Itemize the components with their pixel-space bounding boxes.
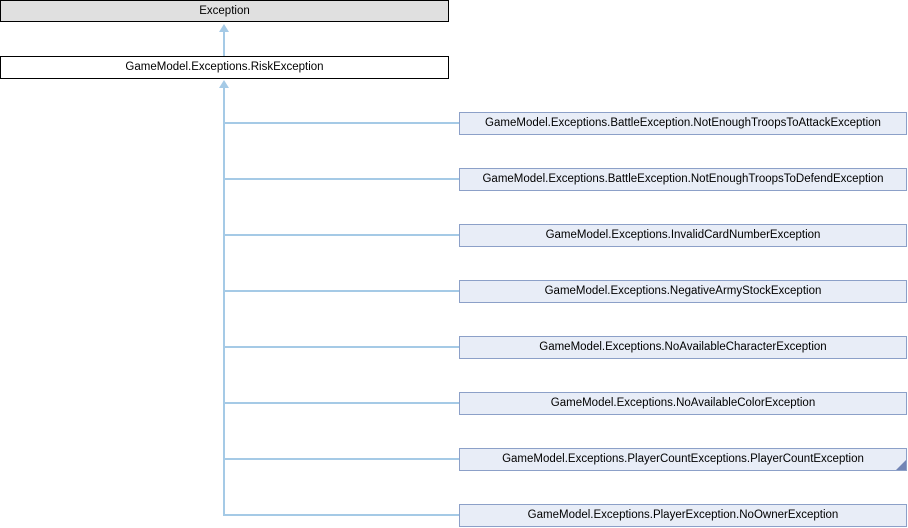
class-box-risk-exception: GameModel.Exceptions.RiskException xyxy=(0,56,449,79)
inheritance-branch-line xyxy=(224,178,459,180)
inheritance-branch-line xyxy=(224,458,459,460)
class-box-exception: Exception xyxy=(0,0,449,22)
class-label-exception: Exception xyxy=(199,5,250,17)
class-box-no-owner-exception[interactable]: GameModel.Exceptions.PlayerException.NoO… xyxy=(459,504,907,527)
class-label: GameModel.Exceptions.BattleException.Not… xyxy=(485,117,881,129)
inheritance-line-current-to-root xyxy=(223,30,225,56)
class-label: GameModel.Exceptions.NoAvailableCharacte… xyxy=(539,341,827,353)
inheritance-branch-line xyxy=(224,402,459,404)
class-box-negative-army-stock-exception[interactable]: GameModel.Exceptions.NegativeArmyStockEx… xyxy=(459,280,907,303)
inheritance-branch-line xyxy=(224,346,459,348)
class-label: GameModel.Exceptions.NoAvailableColorExc… xyxy=(550,397,816,409)
class-label: GameModel.Exceptions.PlayerCountExceptio… xyxy=(502,453,864,465)
inheritance-arrowhead-icon xyxy=(219,24,229,32)
expand-subclasses-corner-icon[interactable] xyxy=(896,460,906,470)
inheritance-arrowhead-icon xyxy=(219,80,229,88)
class-box-not-enough-troops-to-attack-exception[interactable]: GameModel.Exceptions.BattleException.Not… xyxy=(459,112,907,135)
inheritance-branch-line xyxy=(224,234,459,236)
class-box-no-available-color-exception[interactable]: GameModel.Exceptions.NoAvailableColorExc… xyxy=(459,392,907,415)
class-label: GameModel.Exceptions.BattleException.Not… xyxy=(482,173,884,185)
class-label: GameModel.Exceptions.NegativeArmyStockEx… xyxy=(544,285,822,297)
class-box-not-enough-troops-to-defend-exception[interactable]: GameModel.Exceptions.BattleException.Not… xyxy=(459,168,907,191)
inheritance-trunk-line xyxy=(223,86,225,516)
inheritance-branch-line xyxy=(224,514,459,516)
class-label: GameModel.Exceptions.PlayerException.NoO… xyxy=(527,509,839,521)
inheritance-branch-line xyxy=(224,290,459,292)
class-box-player-count-exception[interactable]: GameModel.Exceptions.PlayerCountExceptio… xyxy=(459,448,907,471)
class-label: GameModel.Exceptions.InvalidCardNumberEx… xyxy=(545,229,821,241)
class-box-invalid-card-number-exception[interactable]: GameModel.Exceptions.InvalidCardNumberEx… xyxy=(459,224,907,247)
class-label-risk-exception: GameModel.Exceptions.RiskException xyxy=(125,61,324,73)
class-box-no-available-character-exception[interactable]: GameModel.Exceptions.NoAvailableCharacte… xyxy=(459,336,907,359)
inheritance-branch-line xyxy=(224,122,459,124)
